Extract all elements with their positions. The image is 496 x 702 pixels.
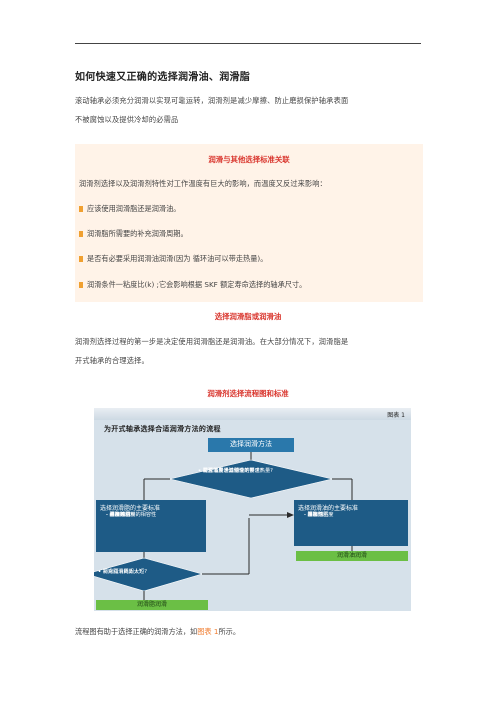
- decision-line: • 润滑脂消耗太大?: [98, 569, 142, 575]
- oil-criteria-title: 选择润滑油的主要标准: [298, 505, 359, 512]
- decision-line: • 补充润滑周期太短?: [98, 569, 147, 575]
- paragraph-line: 开式轴承的合理选择。: [75, 356, 149, 365]
- intro-paragraph: 滚动轴承必须充分润滑以实现可靠运转，润滑剂是减少摩擦、防止磨损保护轴承表面 不被…: [75, 91, 425, 129]
- section-heading: 润滑剂选择流程图和标准: [207, 389, 289, 398]
- flowchart-connectors: [94, 452, 353, 600]
- oil-lubrication-label: 润滑油润滑: [296, 551, 408, 561]
- grease-criteria-box: 选择润滑脂的主要标准 - 温度范围 - 稠度等级 - 基础油粘度 - 添加剂 -…: [96, 500, 206, 552]
- list-item-text: 润滑脂所需要的补充润滑周期。: [87, 229, 188, 238]
- bullet-icon: [79, 256, 83, 262]
- decision-line: • 有其他润滑油特性的要求?: [198, 468, 263, 474]
- figure-number: 图表 1: [387, 412, 405, 419]
- box-intro: 润滑剂选择以及润滑剂特性对工作温度有巨大的影响，而温度又反过来影响：: [79, 179, 327, 188]
- box-heading: 润滑与其他选择标准关联: [208, 155, 290, 164]
- oil-criteria-box: 选择润滑油的主要标准 - 温度范围 - 基础油粘度 - 添加剂 - 相容性: [294, 500, 408, 546]
- intro-line: 不被腐蚀以及提供冷却的必需品: [75, 115, 179, 124]
- criteria-item: - 温度范围: [304, 512, 329, 518]
- header-rule: [75, 43, 421, 44]
- list-item: 润滑条件一粘度比(k) ;它会影响根据 SKF 额定寿命选择的轴承尺寸。: [79, 280, 306, 290]
- figure-link[interactable]: 图表 1: [197, 627, 219, 636]
- flowchart-figure: 图表 1 为开式轴承选择合适润滑方法的流程 选择润滑方法 • 润滑油用于其他目的…: [94, 408, 411, 611]
- list-item-text: 是否有必要采用润滑油润滑(因为 循环油可以带走热量)。: [87, 254, 268, 263]
- criteria-item: - 添加剂: [304, 512, 324, 518]
- list-item: 应该使用润滑脂还是润滑油。: [79, 204, 180, 214]
- criteria-item: - 与接触材料的相容性: [106, 512, 157, 518]
- caption-text: 所示。: [218, 627, 241, 636]
- bullet-icon: [79, 231, 83, 237]
- select-method-box: 选择润滑方法: [208, 438, 294, 452]
- list-item: 是否有必要采用润滑油润滑(因为 循环油可以带走热量)。: [79, 254, 267, 264]
- bullet-icon: [79, 206, 83, 212]
- section-heading: 选择润滑脂或润滑油: [214, 312, 282, 321]
- criteria-item: - 基础油粘度: [304, 512, 334, 518]
- intro-line: 滚动轴承必须充分润滑以实现可靠运转，润滑剂是减少摩擦、防止磨损保护轴承表面: [75, 96, 349, 105]
- criteria-item: - 基础油粘度: [106, 512, 136, 518]
- paragraph-line: 润滑剂选择过程的第一步是决定使用润滑脂还是润滑油。在大部分情况下，润滑脂是: [75, 337, 349, 346]
- criteria-item: - 稠度等级: [106, 512, 131, 518]
- decision-line: • 是否需要通过润滑剂带走热量?: [198, 468, 273, 474]
- list-item-text: 润滑条件一粘度比(k) ;它会影响根据 SKF 额定寿命选择的轴承尺寸。: [87, 280, 307, 289]
- criteria-item: - 添加剂: [106, 512, 126, 518]
- page-title: 如何快速又正确的选择润滑油、润滑脂: [75, 72, 251, 83]
- figure-caption: 流程图有助于选择正确的润滑方法，如图表 1所示。: [75, 627, 240, 637]
- grease-lubrication-label: 润滑脂润滑: [96, 600, 208, 610]
- figure-header-bar: 图表 1: [94, 408, 411, 420]
- criteria-item: - 温度范围: [106, 512, 131, 518]
- section-paragraph: 润滑剂选择过程的第一步是决定使用润滑脂还是润滑油。在大部分情况下，润滑脂是 开式…: [75, 332, 425, 370]
- criteria-item: - 相容性: [304, 512, 324, 518]
- list-item: 润滑脂所需要的补充润滑周期。: [79, 229, 188, 239]
- decision-diamond: [169, 459, 333, 499]
- list-item-text: 应该使用润滑脂还是润滑油。: [87, 204, 181, 213]
- lubrication-note-box: 润滑与其他选择标准关联 润滑剂选择以及润滑剂特性对工作温度有巨大的影响，而温度又…: [75, 144, 423, 302]
- figure-title: 为开式轴承选择合适润滑方法的流程: [104, 425, 221, 433]
- bullet-icon: [79, 282, 83, 288]
- caption-text: 流程图有助于选择正确的润滑方法，如: [75, 627, 198, 636]
- grease-criteria-title: 选择润滑脂的主要标准: [100, 505, 161, 512]
- decision-line: • 润滑油用于其他目的?: [198, 468, 253, 474]
